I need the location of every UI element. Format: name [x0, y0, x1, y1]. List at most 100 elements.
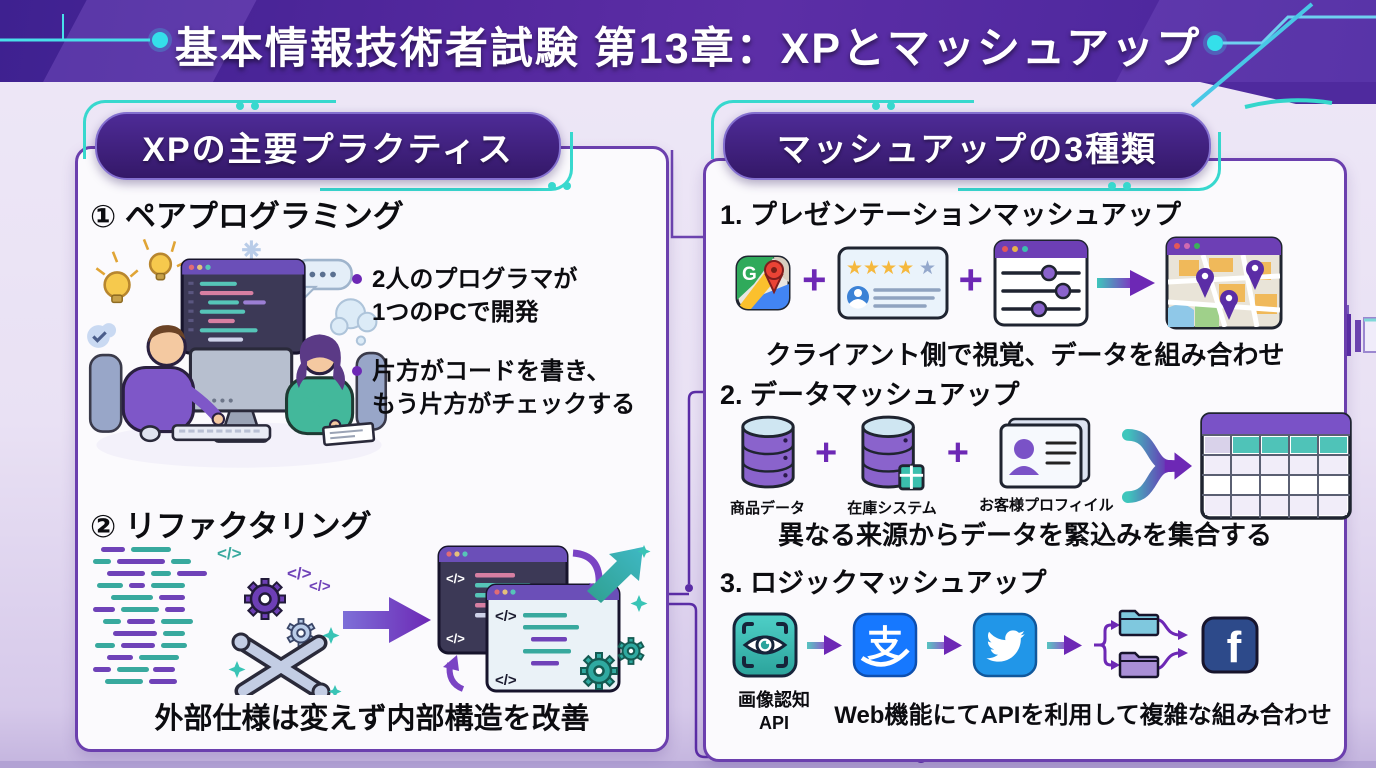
twitter-icon — [972, 612, 1038, 678]
teal-dot — [563, 182, 571, 190]
gear-icon — [580, 652, 618, 690]
svg-text:</>: </> — [495, 672, 517, 689]
alipay-icon: 支 — [852, 612, 918, 678]
map-pin-icon — [1196, 260, 1265, 320]
bullet-item: 2人のプログラマが 1つのPCで開発 — [352, 263, 662, 329]
svg-text:★★★★: ★★★★ — [846, 258, 914, 279]
plus-icon: + — [958, 256, 984, 303]
mashup-types-panel: 1. プレゼンテーションマッシュアップ G + — [703, 158, 1352, 762]
package-icon — [898, 464, 925, 491]
pill-bracket-decor — [711, 100, 974, 159]
teal-dot — [1108, 182, 1116, 190]
plus-icon: + — [946, 432, 969, 474]
plus-icon: + — [802, 256, 827, 303]
speech-bubble-icon — [292, 258, 353, 303]
pair-programming-heading: ① ペアプログラミング — [90, 199, 404, 234]
code-window-light-icon: </> </> — [485, 583, 621, 693]
snowflake-icon — [242, 240, 261, 259]
header-bar: 基本情報技術者試験 第13章：XPとマッシュアップ — [0, 0, 1376, 82]
data-mashup-icon-row: 商品データ + 在庫システム + — [730, 409, 1352, 523]
teal-dot — [251, 102, 259, 110]
logic-mashup-footer: 画像認知 API Web機能にてAPIを利用して複雑な組み合わせ — [716, 689, 1334, 734]
keyboard-icon — [171, 424, 272, 442]
product-data-source: 商品データ — [730, 414, 805, 518]
bullet-text: 2人のプログラマが 1つのPCで開発 — [372, 266, 578, 327]
presentation-mashup-icon-row: G + ★★★★ ★ — [734, 233, 1283, 333]
bullet-dot-icon — [352, 366, 362, 377]
lightbulb-icon — [95, 238, 186, 304]
programmer-male-illustration — [88, 325, 226, 434]
growth-arrow-icon — [587, 547, 643, 603]
left-panel-title-pill: XPの主要プラクティス — [95, 112, 561, 180]
refactoring-illustration: </> </> — [93, 544, 651, 695]
customer-profile-label: お客様プロフィイル — [978, 497, 1114, 514]
teal-dot — [548, 182, 556, 190]
svg-text:f: f — [1227, 623, 1242, 672]
bullet-item: 片方がコードを書き、 もう片方がチェックする — [352, 355, 662, 421]
data-mashup-caption: 異なる来源からデータを緊込みを集合する — [777, 520, 1272, 550]
bullet-dot-icon — [352, 274, 362, 284]
profile-card-icon — [999, 417, 1091, 489]
flow-arrow-icon — [807, 635, 842, 655]
presentation-mashup-caption: クライアント側で視覚、データを組み合わせ — [765, 340, 1285, 370]
inventory-system-label: 在庫システム — [847, 500, 937, 517]
plus-icon: + — [815, 432, 838, 474]
right-panel-title: マッシュアップの3種類 — [776, 130, 1158, 169]
map-result-window-icon — [1165, 236, 1283, 330]
programmer-female-illustration — [284, 334, 388, 436]
gear-icon — [617, 637, 645, 665]
avatar — [846, 286, 869, 309]
filter-sliders-icon — [993, 239, 1089, 327]
wrench-icon — [231, 632, 331, 695]
logic-mashup-icon-row: 支 — [732, 603, 1259, 687]
code-tag-icon: </> — [287, 564, 312, 583]
review-card-icon: ★★★★ ★ — [837, 246, 949, 320]
bullet-text: 片方がコードを書き、 もう片方がチェックする — [372, 358, 636, 419]
refactoring-caption: 外部仕様は変えず内部構造を改善 — [154, 703, 590, 735]
folder-icon — [1118, 651, 1160, 679]
image-recognition-api-label: 画像認知 API — [738, 690, 810, 733]
database-icon — [740, 415, 795, 489]
sparkle-icon — [228, 627, 342, 695]
thought-cloud-icon — [329, 298, 378, 346]
image-recognition-api-icon — [732, 612, 798, 678]
pill-bracket-decor — [83, 100, 336, 159]
result-arrow-icon — [1097, 270, 1156, 296]
aggregated-table-icon — [1199, 412, 1352, 520]
flow-arrow-icon — [1047, 635, 1082, 655]
page-title: 基本情報技術者試験 第13章：XPとマッシュアップ — [174, 25, 1202, 73]
right-panel-title-pill: マッシュアップの3種類 — [723, 112, 1211, 180]
google-maps-icon: G — [735, 255, 791, 311]
header-corner-wedge — [1200, 82, 1376, 104]
branch-folders-icon — [1094, 609, 1188, 679]
messy-code-lines — [93, 547, 207, 684]
folder-icon — [1118, 609, 1160, 637]
flow-arrow-icon — [927, 635, 962, 655]
mouse-icon — [139, 425, 161, 443]
code-tag-icon: </> — [309, 578, 331, 595]
facebook-icon: f — [1201, 616, 1259, 674]
code-window-icon — [180, 258, 306, 355]
pair-programming-bullets: 2人のプログラマが 1つのPCで開発 片方がコードを書き、 もう片方がチェックす… — [352, 263, 662, 447]
product-data-label: 商品データ — [730, 500, 806, 517]
gear-icon — [244, 578, 286, 620]
data-mashup-heading: 2. データマッシュアップ — [720, 380, 1020, 410]
transform-arrow-icon — [343, 597, 431, 643]
svg-text:</>: </> — [495, 608, 517, 625]
svg-text:★: ★ — [919, 258, 936, 279]
inventory-system-source: 在庫システム — [847, 414, 937, 518]
pair-programming-illustration — [87, 238, 388, 468]
teal-dot — [887, 102, 895, 110]
teal-dot — [1123, 182, 1131, 190]
refactoring-heading: ② リファクタリング — [90, 509, 372, 544]
xp-practices-panel: ① ペアプログラミング — [75, 146, 669, 752]
bottom-edge-strip — [0, 761, 1376, 768]
check-badge-icon — [87, 323, 117, 348]
presentation-mashup-heading: 1. プレゼンテーションマッシュアップ — [720, 200, 1181, 230]
merge-arrow-icon — [1121, 429, 1192, 503]
pill-bracket-decor — [320, 132, 573, 191]
customer-profile-source: お客様プロフィイル — [979, 417, 1114, 515]
logic-mashup-heading: 3. ロジックマッシュアップ — [720, 568, 1047, 598]
database-package-icon — [861, 415, 925, 491]
